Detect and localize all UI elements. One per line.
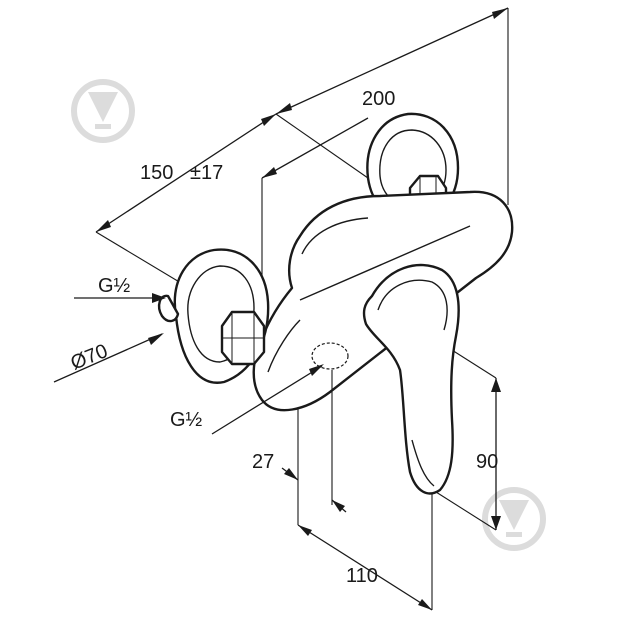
dim-150	[95, 113, 277, 233]
label-overall-width: 200	[362, 88, 395, 110]
dim-200	[275, 7, 509, 115]
label-tolerance: ±17	[190, 162, 223, 184]
label-depth: 110	[346, 565, 378, 587]
leader-inlet-thread	[74, 293, 166, 303]
label-rosette-diameter: Ø70	[68, 340, 111, 375]
dim-27	[281, 370, 347, 513]
leader-outlet-thread	[211, 364, 324, 435]
outlet-port	[311, 342, 349, 370]
label-outlet-offset: 27	[252, 451, 274, 473]
label-outlet-thread: G½	[170, 409, 203, 431]
leader-rosette-diameter	[53, 333, 164, 383]
dim-150-secondary	[261, 117, 369, 179]
watermark-logo-top	[71, 79, 135, 143]
dim-90	[491, 378, 501, 530]
label-connection-spacing: 150	[140, 162, 173, 184]
label-lever-height: 90	[476, 451, 498, 473]
label-inlet-thread: G½	[98, 275, 131, 297]
watermark-logo-bottom	[482, 487, 546, 551]
dim-110	[297, 524, 433, 611]
lever-handle	[362, 263, 460, 495]
front-nut	[220, 310, 266, 366]
